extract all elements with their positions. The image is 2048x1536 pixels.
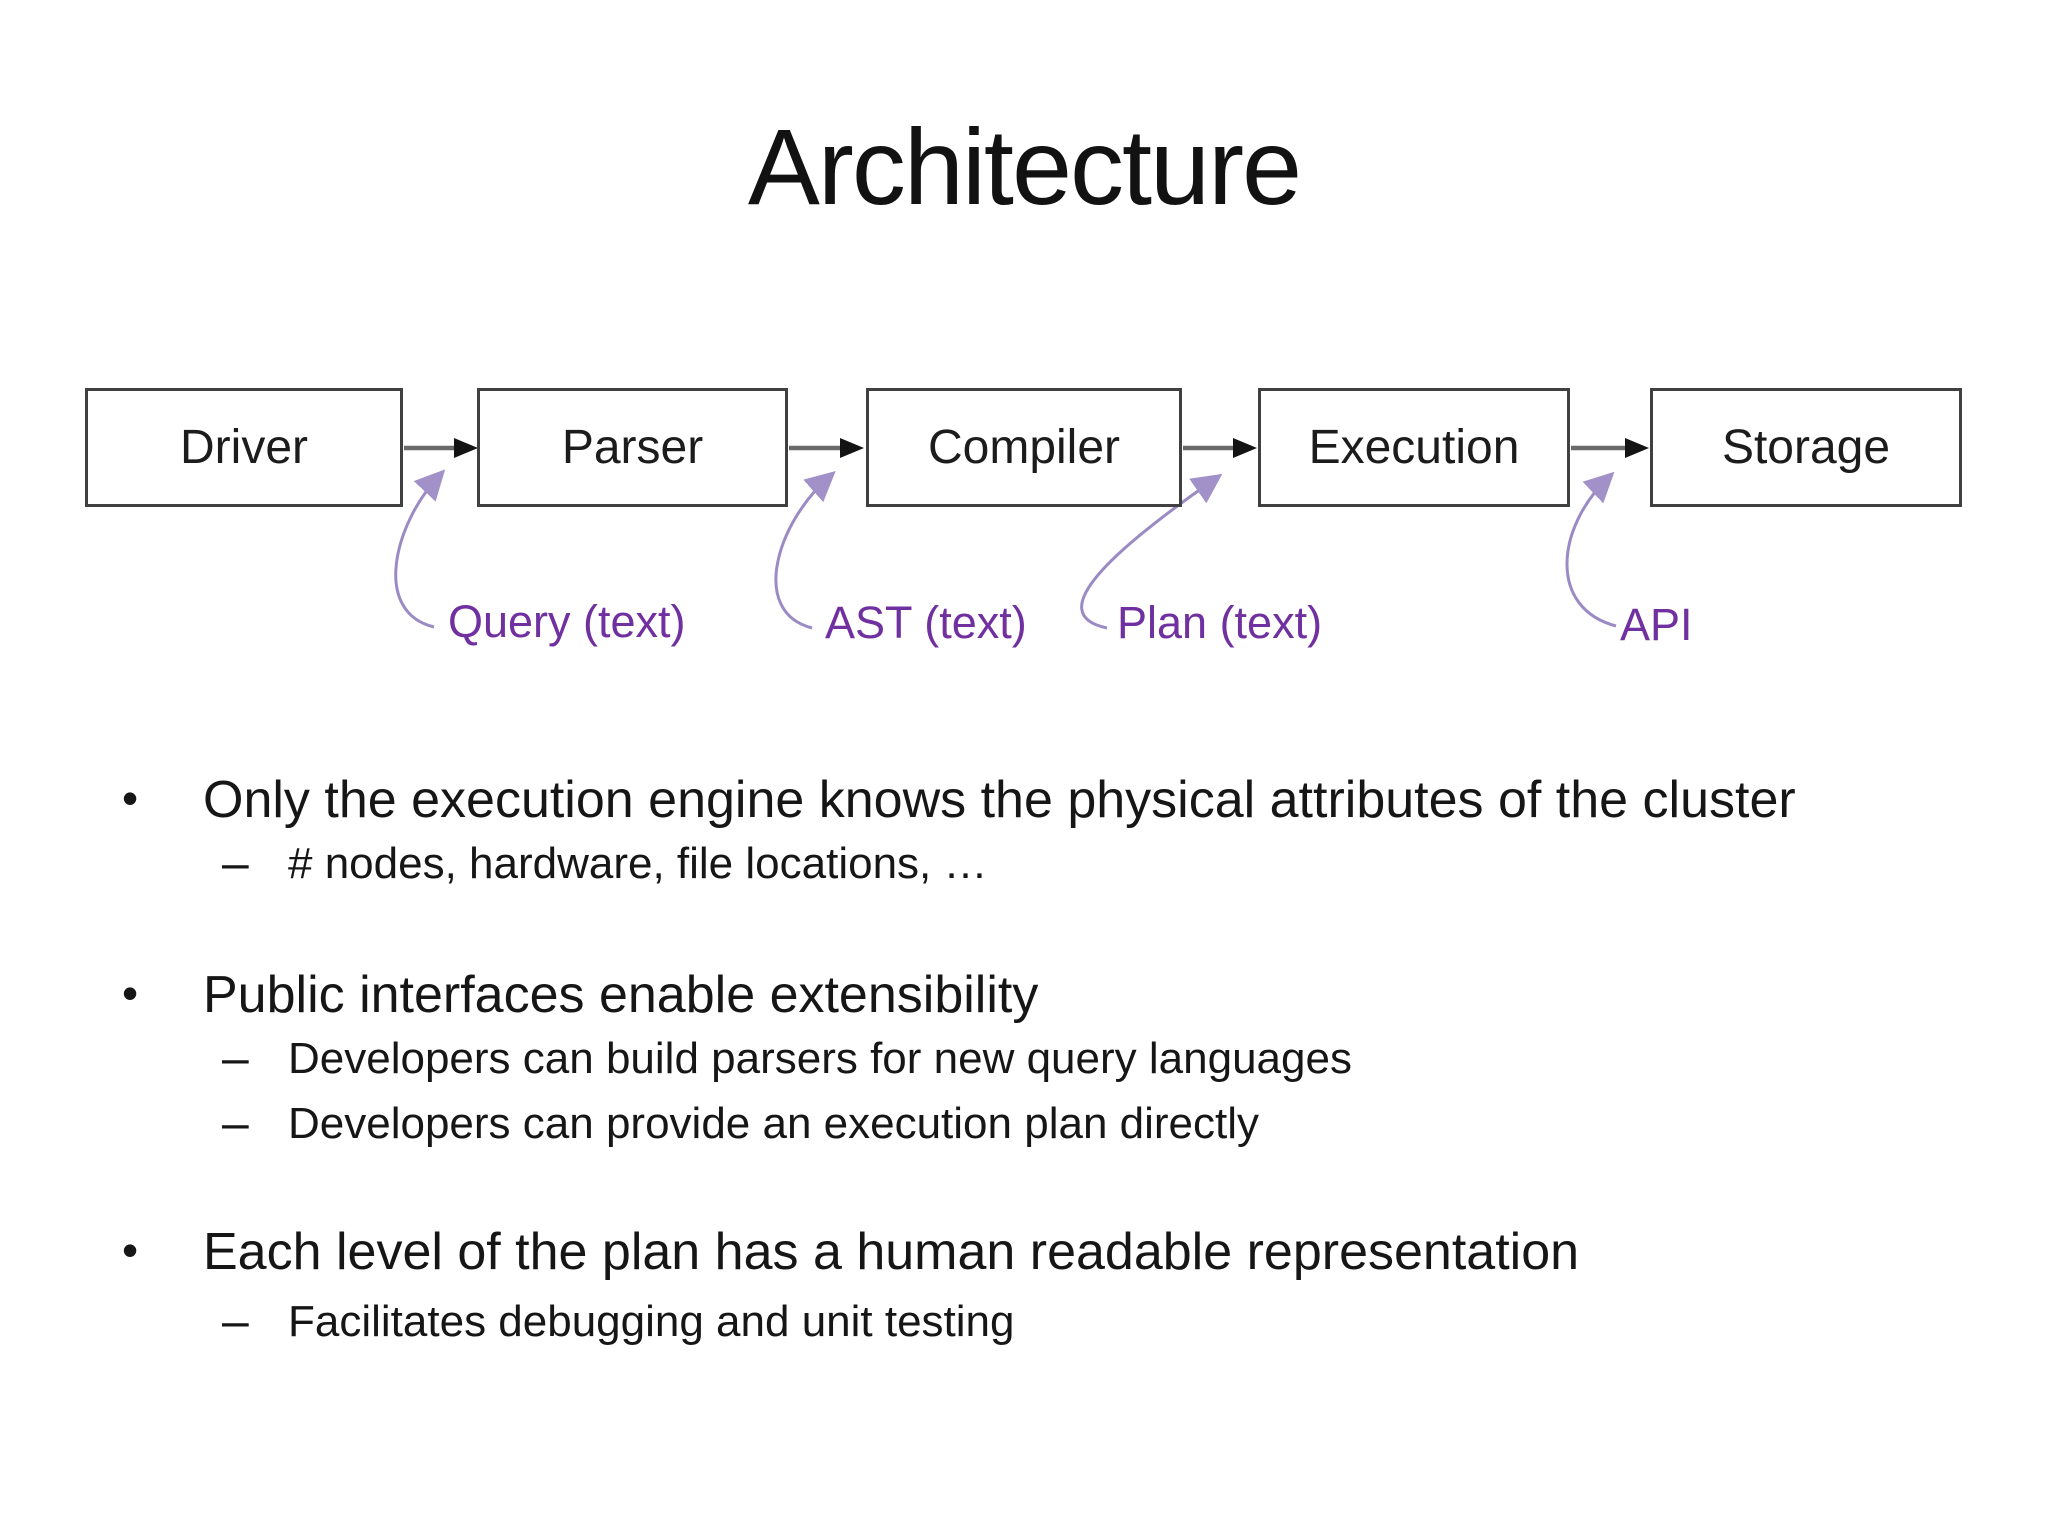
curved-arrow-ast bbox=[774, 471, 836, 630]
diagram-box-execution: Execution bbox=[1258, 388, 1570, 507]
connector-arrow-parser-compiler bbox=[789, 438, 864, 458]
curved-arrow-api bbox=[1565, 471, 1617, 628]
connector-arrow-compiler-execution bbox=[1183, 438, 1257, 458]
curved-arrow-query bbox=[394, 469, 446, 629]
bullet-item: Public interfaces enable extensibility bbox=[0, 963, 1990, 1028]
diagram-box-storage: Storage bbox=[1650, 388, 1962, 507]
sub-bullet-item: Developers can provide an execution plan… bbox=[0, 1094, 1990, 1154]
edge-label-api: API bbox=[1620, 599, 1693, 650]
diagram-box-compiler: Compiler bbox=[866, 388, 1182, 507]
edge-label-plan: Plan (text) bbox=[1117, 597, 1323, 648]
connector-arrow-execution-storage bbox=[1571, 438, 1649, 458]
sub-bullet-item: Facilitates debugging and unit testing bbox=[0, 1292, 1990, 1352]
flow-diagram-canvas bbox=[394, 438, 1649, 630]
sub-bullet-item: # nodes, hardware, file locations, … bbox=[0, 834, 1990, 894]
connector-arrow-driver-parser bbox=[404, 438, 478, 458]
edge-label-ast: AST (text) bbox=[825, 597, 1027, 648]
diagram-box-parser: Parser bbox=[477, 388, 788, 507]
slide-title: Architecture bbox=[747, 106, 1302, 227]
edge-label-query: Query (text) bbox=[448, 596, 686, 647]
diagram-box-driver: Driver bbox=[85, 388, 403, 507]
sub-bullet-item: Developers can build parsers for new que… bbox=[0, 1029, 1990, 1089]
bullet-item: Only the execution engine knows the phys… bbox=[0, 768, 1990, 833]
bullet-item: Each level of the plan has a human reada… bbox=[0, 1220, 1990, 1285]
